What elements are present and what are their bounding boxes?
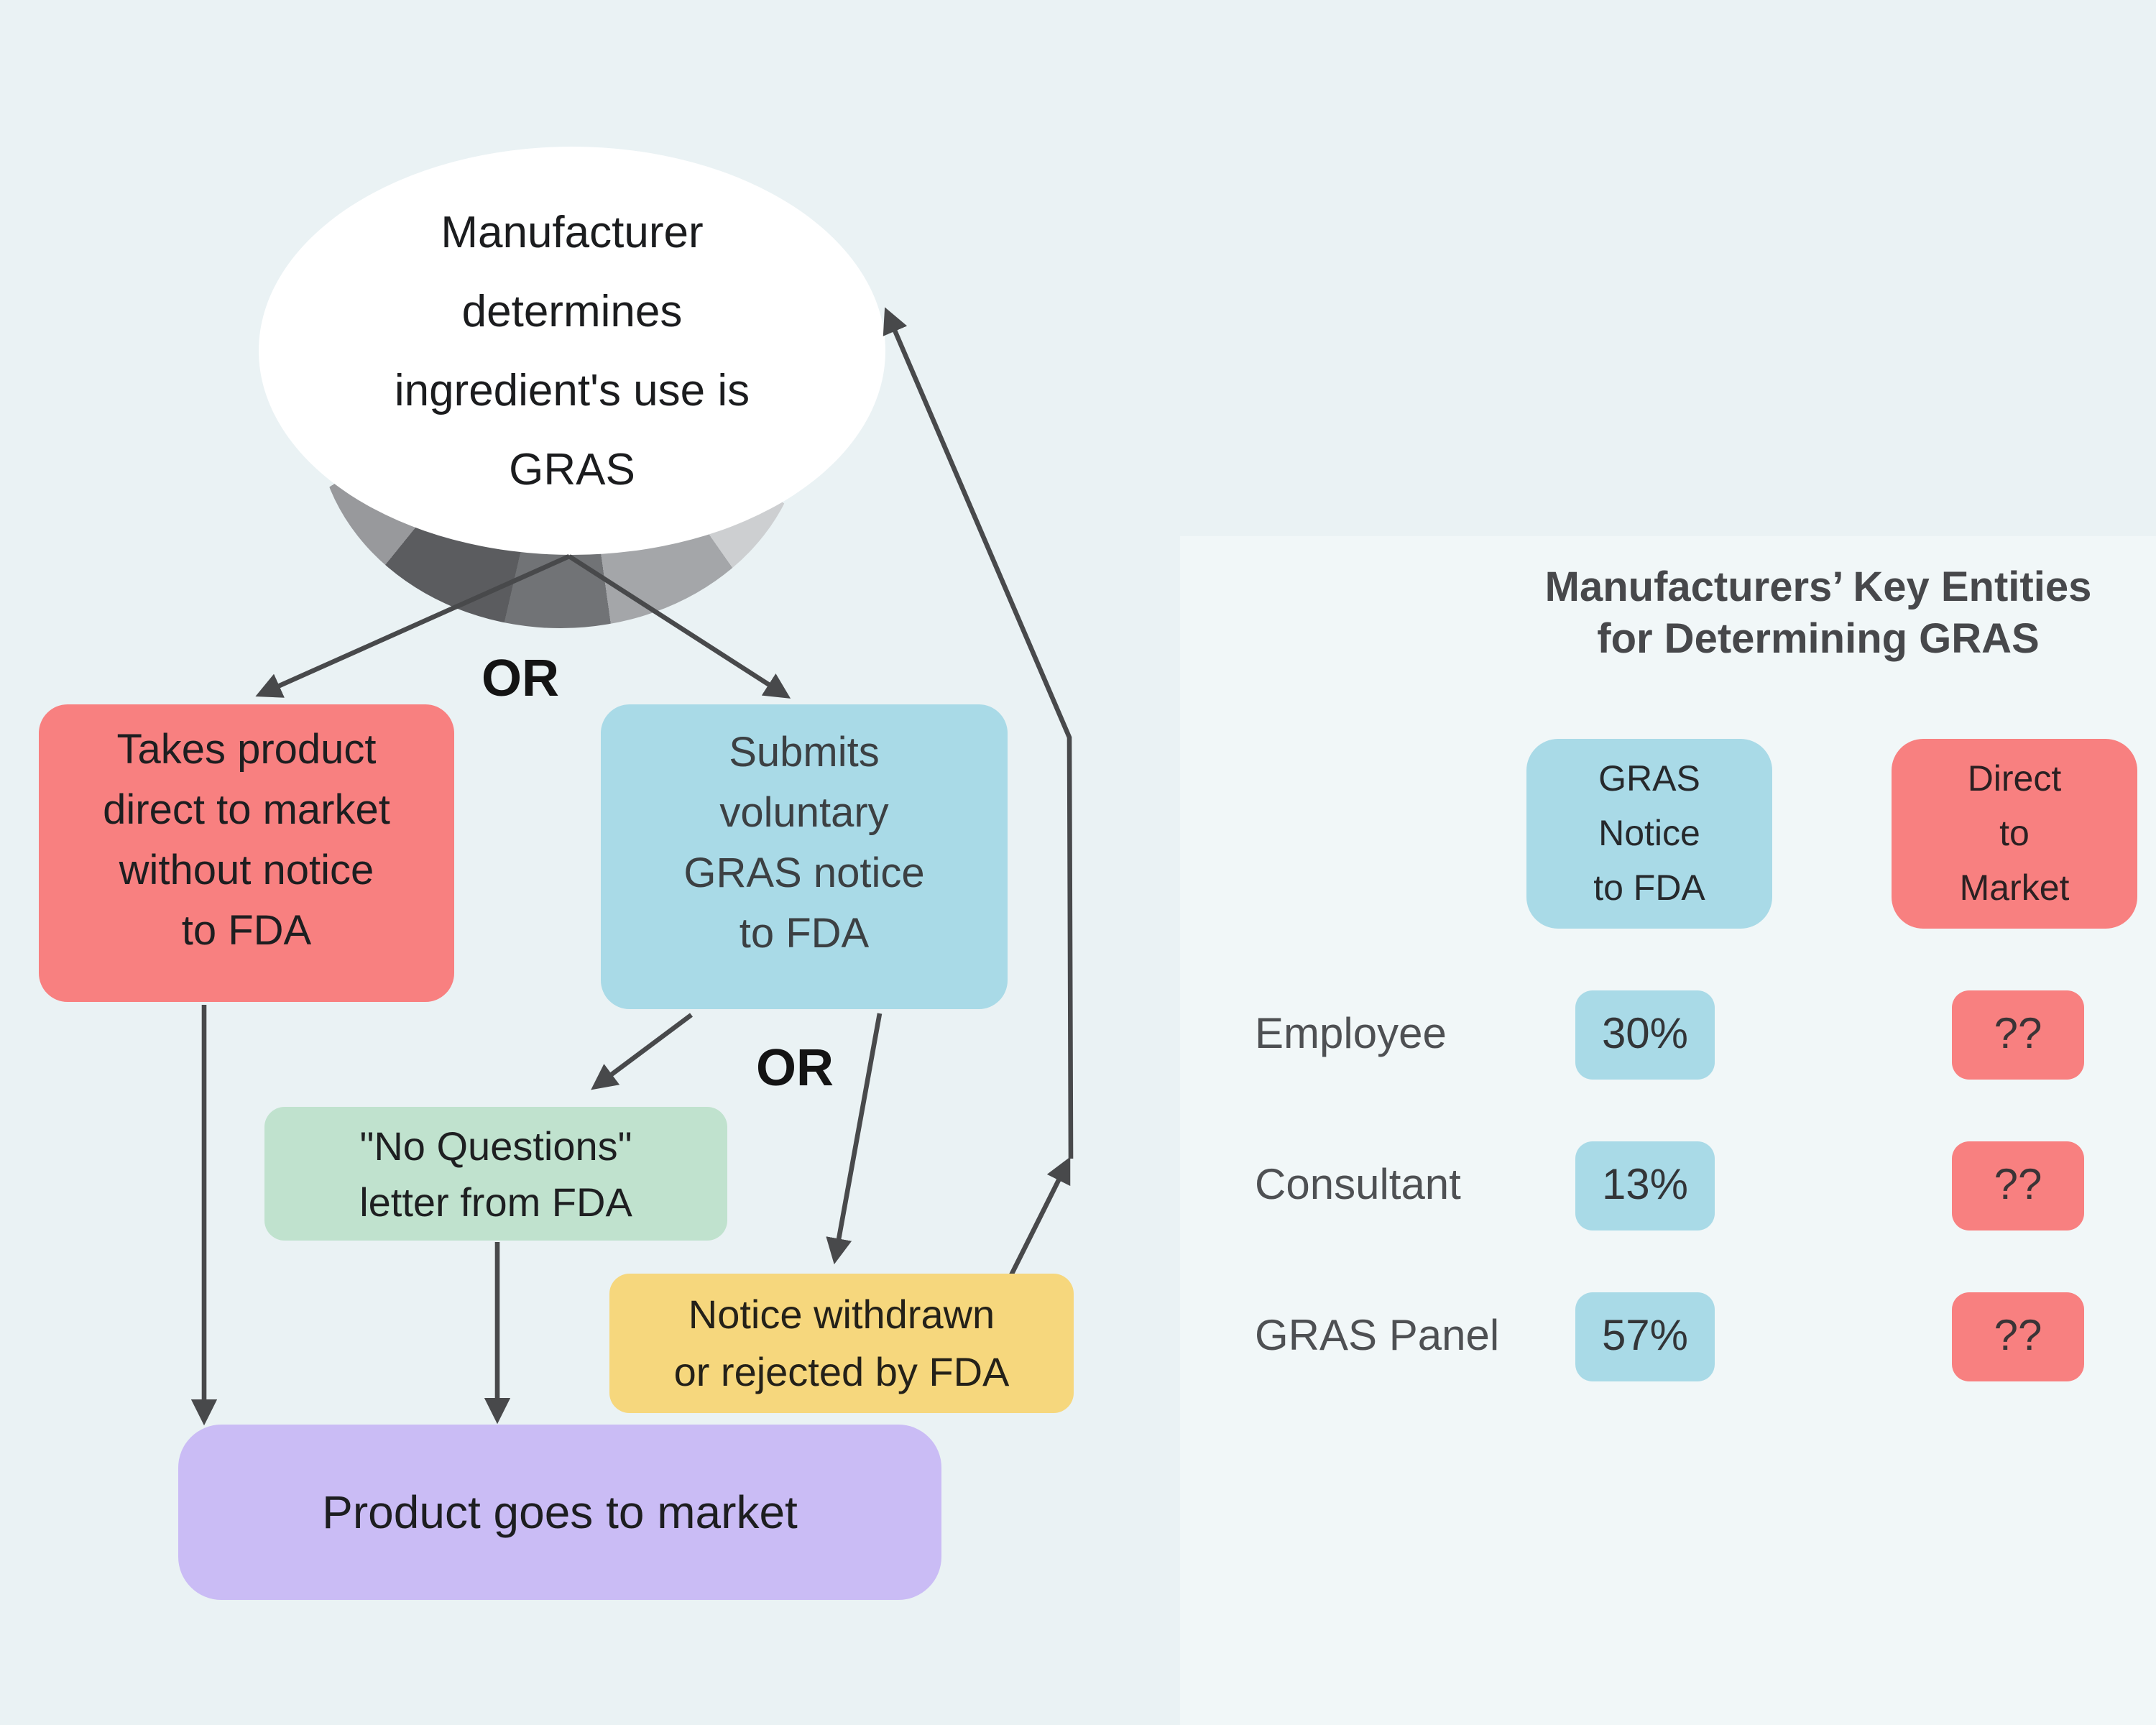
direct-header-line: Market bbox=[1959, 868, 2070, 908]
or-label-middle: OR bbox=[756, 1038, 834, 1097]
product-to-market-box: Product goes to market bbox=[178, 1425, 941, 1600]
or-label-top: OR bbox=[482, 648, 559, 707]
direct-header-line: to bbox=[1999, 814, 2030, 854]
key-entities-panel-background bbox=[1180, 536, 2156, 1725]
direct-box-line: to FDA bbox=[181, 908, 312, 954]
row-label-gras-panel: GRAS Panel bbox=[1255, 1312, 1500, 1360]
value-chip-gras-panel-gras: 57% bbox=[1575, 1292, 1715, 1381]
no-questions-line: "No Questions" bbox=[359, 1123, 632, 1168]
value-chip-employee-gras: 30% bbox=[1575, 990, 1715, 1080]
start-ellipse-line: Manufacturer bbox=[441, 207, 704, 257]
direct-box-line: Takes product bbox=[116, 727, 377, 773]
row-label-consultant: Consultant bbox=[1255, 1162, 1461, 1209]
start-ellipse-line: ingredient's use is bbox=[394, 365, 750, 415]
withdrawn-line: Notice withdrawn bbox=[688, 1292, 995, 1336]
submit-box-line: to FDA bbox=[739, 911, 870, 957]
direct-box-line: direct to market bbox=[103, 787, 390, 833]
direct-header-line: Direct bbox=[1967, 759, 2062, 799]
arrow-submit-to-noq bbox=[591, 1013, 693, 1090]
column-header-gras-notice: GRAS Notice to FDA bbox=[1526, 739, 1772, 929]
table-row: Employee 30% ?? bbox=[1255, 990, 2117, 1080]
panel-title-line: Manufacturers’ Key Entities bbox=[1544, 565, 2092, 611]
gras-notice-header-line: Notice bbox=[1598, 814, 1700, 854]
no-questions-line: letter from FDA bbox=[359, 1179, 632, 1224]
table-row: GRAS Panel 57% ?? bbox=[1255, 1292, 2117, 1381]
start-ellipse-line: determines bbox=[461, 286, 683, 336]
market-box-text: Product goes to market bbox=[322, 1486, 798, 1537]
submit-box-line: Submits bbox=[729, 730, 880, 776]
table-row: Consultant 13% ?? bbox=[1255, 1141, 2117, 1230]
panel-title-line: for Determining GRAS bbox=[1597, 617, 2040, 663]
row-label-employee: Employee bbox=[1255, 1011, 1447, 1058]
value-chip-gras-panel-direct: ?? bbox=[1952, 1292, 2084, 1381]
start-ellipse: Manufacturer determines ingredient's use… bbox=[259, 147, 885, 555]
panel-title: Manufacturers’ Key Entities for Determin… bbox=[1495, 562, 2142, 666]
start-ellipse-line: GRAS bbox=[509, 444, 635, 494]
no-questions-box: "No Questions" letter from FDA bbox=[264, 1107, 727, 1241]
value-chip-consultant-direct: ?? bbox=[1952, 1141, 2084, 1230]
gras-notice-header-line: GRAS bbox=[1598, 759, 1700, 799]
gras-notice-header-line: to FDA bbox=[1593, 868, 1705, 908]
column-header-direct-to-market: Direct to Market bbox=[1892, 739, 2137, 929]
direct-box-line: without notice bbox=[119, 847, 374, 893]
submit-box-line: voluntary bbox=[719, 791, 889, 837]
arrow-withdrawn-to-line bbox=[1004, 1156, 1071, 1287]
notice-withdrawn-box: Notice withdrawn or rejected by FDA bbox=[609, 1274, 1074, 1413]
value-chip-employee-direct: ?? bbox=[1952, 990, 2084, 1080]
value-chip-consultant-gras: 13% bbox=[1575, 1141, 1715, 1230]
direct-to-market-box: Takes product direct to market without n… bbox=[39, 704, 454, 1002]
submit-box-line: GRAS notice bbox=[683, 851, 925, 897]
withdrawn-line: or rejected by FDA bbox=[673, 1349, 1010, 1394]
submit-notice-box: Submits voluntary GRAS notice to FDA bbox=[601, 704, 1008, 1009]
